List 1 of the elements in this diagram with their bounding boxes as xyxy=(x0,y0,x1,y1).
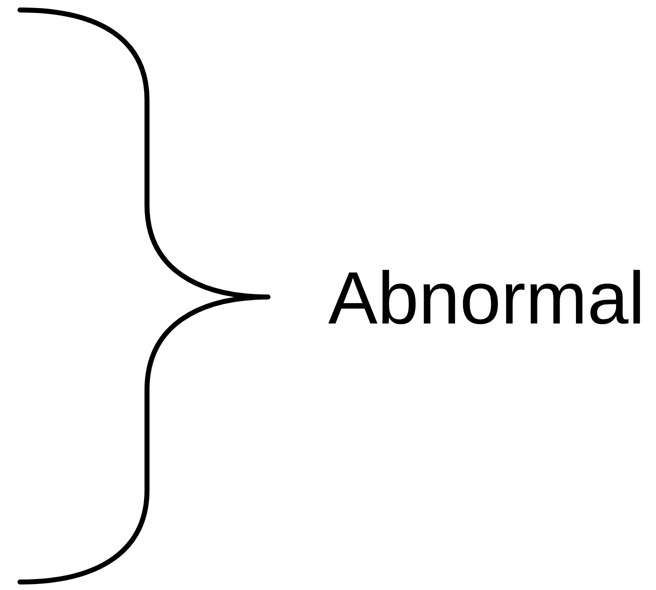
label: Abnormal xyxy=(328,270,640,324)
